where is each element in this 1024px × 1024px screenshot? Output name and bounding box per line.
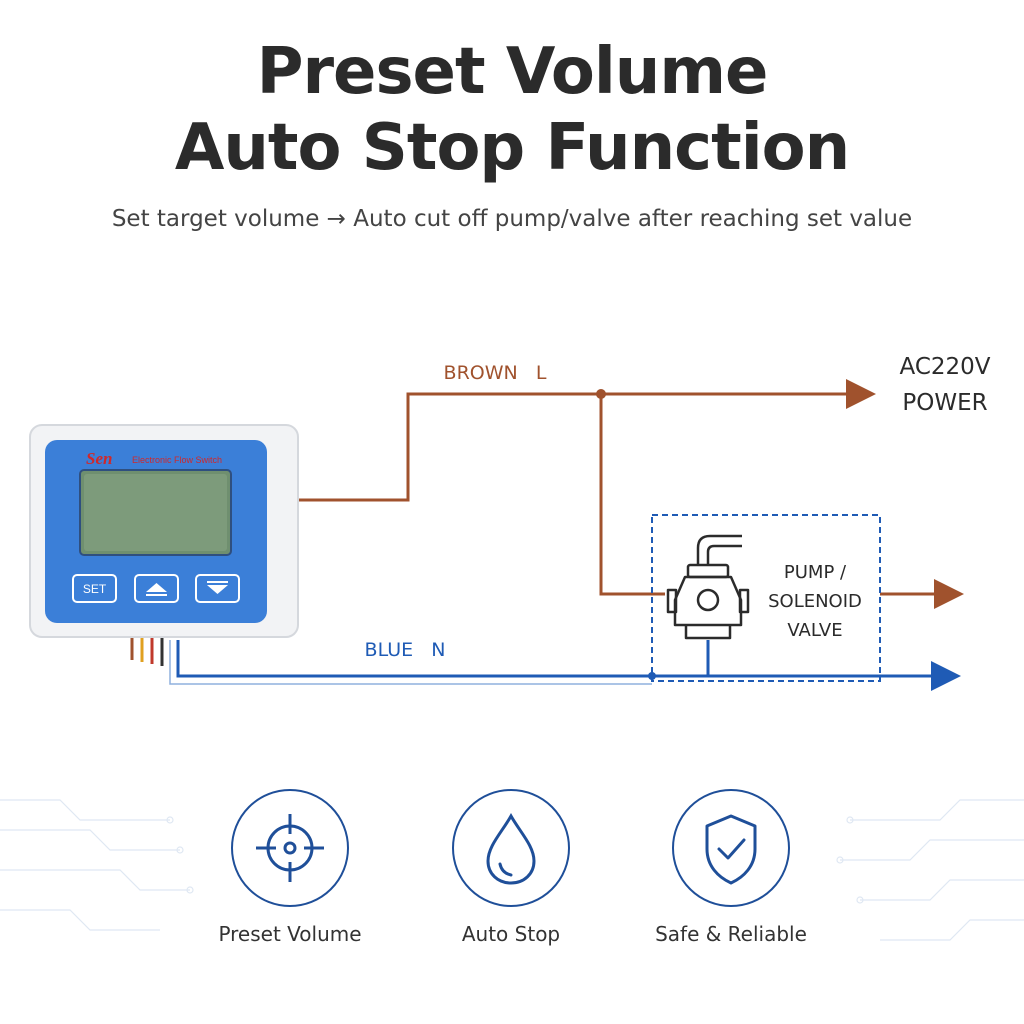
shield-check-icon	[705, 814, 757, 885]
device-name: Electronic Flow Switch	[132, 455, 222, 465]
title-line-2: Auto Stop Function	[174, 111, 850, 185]
brown-wire-label: BROWN L	[444, 362, 547, 384]
feature-auto-stop	[452, 789, 570, 907]
brown-wire	[296, 379, 964, 609]
blue-wire	[169, 640, 961, 691]
feature-label-auto-stop: Auto Stop	[461, 922, 561, 946]
down-arrow-icon	[207, 585, 228, 594]
load-label-line1: PUMP /	[784, 562, 847, 583]
feature-safe-reliable	[672, 789, 790, 907]
circuit-background	[0, 799, 1024, 941]
load-label-line3: VALVE	[787, 620, 842, 641]
flow-switch-device: Sen Electronic Flow Switch SET	[29, 424, 299, 638]
feature-preset-volume	[231, 789, 349, 907]
blue-wire-label: BLUE N	[365, 639, 446, 661]
device-cables	[130, 636, 164, 666]
device-brand: Sen	[86, 449, 112, 468]
title-line-1: Preset Volume	[256, 35, 769, 109]
down-button	[195, 574, 240, 603]
set-button: SET	[72, 574, 117, 603]
pump-valve-box: PUMP / SOLENOID VALVE	[651, 514, 881, 682]
solenoid-valve-icon	[666, 534, 750, 640]
power-label-line2: POWER	[902, 390, 987, 416]
power-label-line1: AC220V	[899, 354, 990, 380]
subtitle: Set target volume → Auto cut off pump/va…	[111, 206, 913, 232]
up-arrow-icon	[146, 583, 167, 592]
water-drop-icon	[486, 812, 536, 885]
up-button	[134, 574, 179, 603]
brown-junction	[596, 389, 606, 399]
feature-label-preset-volume: Preset Volume	[218, 922, 362, 946]
load-label-line2: SOLENOID	[768, 591, 862, 612]
blue-junction	[648, 672, 656, 680]
feature-label-safe-reliable: Safe & Reliable	[655, 922, 807, 946]
set-button-label: SET	[83, 582, 107, 596]
target-icon	[256, 814, 324, 882]
